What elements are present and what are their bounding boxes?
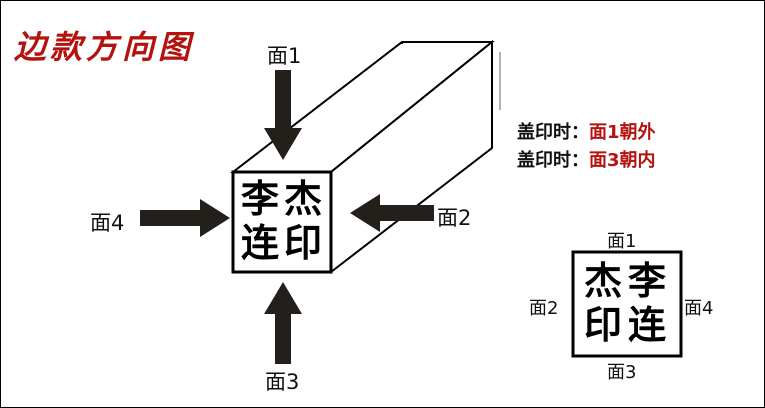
note-line: 盖印时：面1朝外 — [517, 118, 656, 144]
note-key: 盖印时： — [517, 150, 589, 171]
seal-char: 连 — [628, 302, 667, 347]
arrow-face2 — [350, 194, 434, 232]
seal-char: 印 — [284, 220, 323, 265]
arrow-face4 — [140, 199, 230, 237]
arrow-face3 — [264, 282, 302, 364]
seal-char: 李 — [628, 258, 667, 303]
label-face1: 面1 — [267, 44, 302, 68]
note-value: 面1朝外 — [589, 122, 656, 143]
label-face3: 面3 — [265, 370, 300, 394]
label-face3-right: 面3 — [607, 362, 637, 383]
label-face4: 面4 — [90, 211, 125, 235]
seal-char: 印 — [584, 302, 623, 347]
seal-bottom-view-box — [571, 250, 683, 358]
seal-char: 李 — [241, 176, 280, 221]
label-face2-right: 面2 — [529, 298, 559, 319]
arrow-face1 — [264, 70, 302, 160]
seal-char: 连 — [241, 220, 280, 265]
diagram-title: 边款方向图 — [14, 28, 195, 66]
seal-front-face — [231, 170, 333, 274]
note-line: 盖印时：面3朝内 — [517, 146, 656, 172]
seal-char: 杰 — [584, 258, 623, 303]
label-face1-right: 面1 — [607, 231, 637, 252]
seal-char: 杰 — [284, 176, 323, 221]
label-face4-right: 面4 — [684, 298, 714, 319]
label-face2: 面2 — [437, 206, 472, 230]
note-value: 面3朝内 — [589, 150, 656, 171]
note-key: 盖印时： — [517, 122, 589, 143]
